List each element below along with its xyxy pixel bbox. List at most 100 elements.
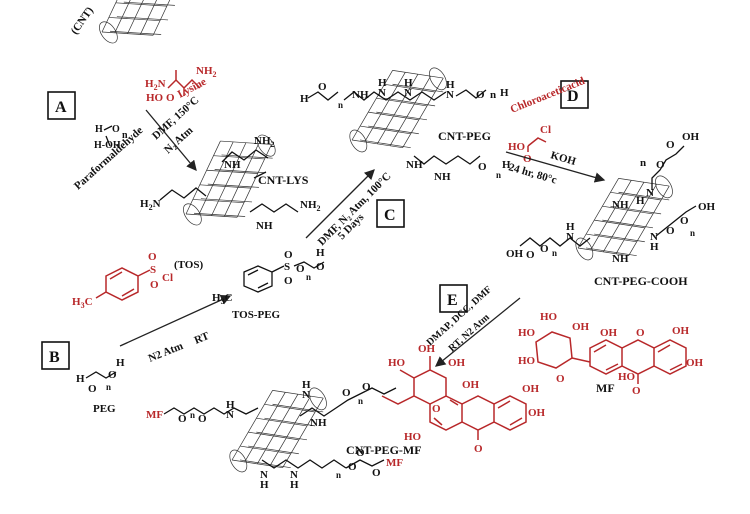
svg-text:H2N: H2N <box>140 198 161 212</box>
svg-text:H: H <box>316 247 325 259</box>
step-b-condition-1: N2 Atm <box>147 340 185 365</box>
svg-text:O: O <box>540 243 549 255</box>
mf-label: MF <box>596 381 615 395</box>
svg-text:OH: OH <box>418 343 436 355</box>
step-a-label: A <box>55 99 67 116</box>
svg-text:O: O <box>108 369 117 381</box>
paraformaldehyde-structure: H O n H-OH Paraformaldehyde <box>72 124 146 192</box>
svg-text:O: O <box>362 381 371 393</box>
svg-text:HO: HO <box>518 355 536 367</box>
svg-text:HO: HO <box>508 141 526 153</box>
svg-text:O: O <box>284 275 293 287</box>
svg-text:O: O <box>148 251 157 263</box>
svg-text:NH2: NH2 <box>300 199 321 213</box>
svg-text:N: N <box>446 89 454 101</box>
peg-structure: H O n O H PEG <box>76 357 125 415</box>
svg-text:O: O <box>316 261 325 273</box>
svg-text:H: H <box>260 479 269 491</box>
svg-text:OH: OH <box>572 321 590 333</box>
svg-text:H2N: H2N <box>145 78 166 92</box>
svg-text:O: O <box>523 153 532 165</box>
step-b-box: B <box>41 341 70 370</box>
svg-text:O: O <box>632 385 641 397</box>
svg-text:O: O <box>372 467 381 479</box>
cnt-peg-structure: H O n NH N H N H N H O n H NH NH O n H C… <box>300 49 511 183</box>
step-c-label: C <box>384 207 396 224</box>
svg-text:O: O <box>526 249 535 261</box>
svg-text:H: H <box>95 124 103 135</box>
svg-text:O: O <box>476 89 485 101</box>
svg-text:HO: HO <box>388 357 406 369</box>
svg-text:n: n <box>496 170 501 180</box>
svg-text:H: H <box>226 399 235 411</box>
svg-text:H: H <box>446 79 455 91</box>
step-e-arrow: DMAP, DCC, DMF RT, N2 Atm <box>425 284 521 367</box>
step-e-label: E <box>447 292 458 309</box>
svg-text:NH: NH <box>434 171 451 183</box>
svg-text:O: O <box>284 249 293 261</box>
svg-text:H3C: H3C <box>212 292 233 306</box>
cnt-peg-label: CNT-PEG <box>438 129 491 143</box>
svg-text:NH: NH <box>352 89 369 101</box>
svg-text:H: H <box>404 77 413 89</box>
svg-text:MF: MF <box>386 457 403 469</box>
cnt-label: (CNT) <box>69 5 97 37</box>
svg-text:O: O <box>680 215 689 227</box>
svg-text:n: n <box>336 470 341 480</box>
svg-text:O: O <box>150 279 159 291</box>
svg-text:O: O <box>318 81 327 93</box>
step-d-label: D <box>567 88 579 105</box>
svg-text:Cl: Cl <box>162 272 173 284</box>
step-a-box: A <box>47 91 76 120</box>
svg-text:n: n <box>338 100 343 110</box>
svg-text:H3C: H3C <box>72 296 93 310</box>
svg-text:O: O <box>348 461 357 473</box>
svg-text:S: S <box>284 261 290 273</box>
mf-structure: HO HO OH HO O OH O OH OH HO O MF <box>518 311 704 397</box>
step-b-label: B <box>49 349 60 366</box>
svg-text:n: n <box>122 130 128 141</box>
tos-peg-label: TOS-PEG <box>232 309 281 321</box>
svg-text:H: H <box>500 87 509 99</box>
svg-text:OH: OH <box>698 201 716 213</box>
svg-text:O: O <box>342 387 351 399</box>
step-d-arrow: KOH 24 hr, 80°c <box>505 149 606 187</box>
step-b-condition-2: RT <box>193 330 212 347</box>
svg-text:H: H <box>650 241 659 253</box>
cnt-peg-mf-structure: MF O n O N H NH O n O N H HO OH OH HO OH… <box>146 343 546 493</box>
svg-text:O: O <box>666 139 675 151</box>
step-a-arrow: DMF, 150°C N₂ Atm <box>145 94 201 171</box>
cnt-raw-group: (CNT) <box>69 0 215 63</box>
paraformaldehyde-label: Paraformaldehyde <box>72 124 146 192</box>
svg-text:N: N <box>260 469 268 481</box>
svg-text:H: H <box>502 159 511 171</box>
svg-text:HO: HO <box>404 431 422 443</box>
svg-text:S: S <box>150 264 156 276</box>
svg-text:H-OH: H-OH <box>94 140 121 151</box>
svg-text:Cl: Cl <box>540 124 551 136</box>
cnt-lys-label: CNT-LYS <box>258 173 309 187</box>
peg-label: PEG <box>93 403 116 415</box>
svg-text:H: H <box>290 479 299 491</box>
tos-label: (TOS) <box>174 259 203 271</box>
svg-text:NH: NH <box>406 159 423 171</box>
lysine-structure: H2N HO O NH2 Lysine <box>145 65 217 104</box>
svg-text:NH: NH <box>256 220 273 232</box>
svg-text:O: O <box>656 159 665 171</box>
svg-text:OH: OH <box>672 325 690 337</box>
svg-text:N: N <box>646 187 654 199</box>
svg-text:HO: HO <box>540 311 558 323</box>
svg-text:O: O <box>296 263 305 275</box>
svg-text:O: O <box>88 383 97 395</box>
svg-text:NH: NH <box>612 253 629 265</box>
cnt-peg-cooh-label: CNT-PEG-COOH <box>594 274 688 288</box>
svg-text:O: O <box>666 225 675 237</box>
svg-text:NH2: NH2 <box>254 135 275 149</box>
svg-text:OH: OH <box>462 379 480 391</box>
svg-text:n: n <box>190 410 195 420</box>
svg-text:NH: NH <box>612 199 629 211</box>
svg-text:OH: OH <box>682 131 700 143</box>
step-e-box: E <box>439 284 468 313</box>
svg-text:HO: HO <box>146 92 164 104</box>
svg-text:O: O <box>166 92 175 104</box>
